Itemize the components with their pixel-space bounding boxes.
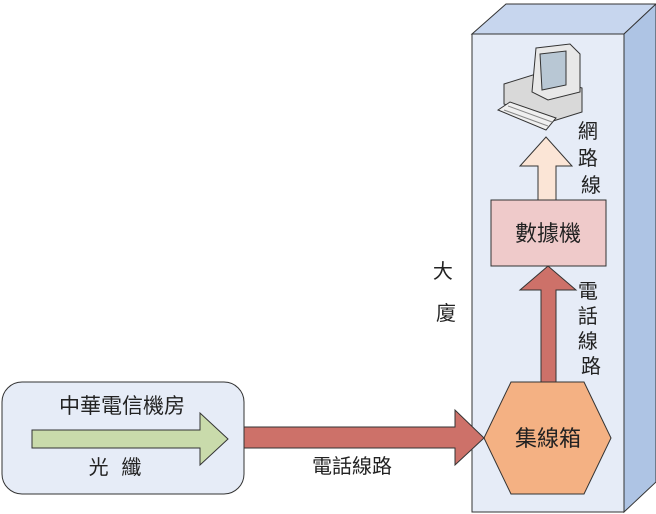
- phone-line-vertical-label: 電 話 線 路: [578, 279, 604, 378]
- phone-line-vertical-arrow: [518, 265, 578, 384]
- computer-icon: [496, 43, 583, 131]
- fiber-label: 光 纖: [89, 455, 142, 479]
- network-cable-label: 網 路 線: [578, 119, 604, 197]
- hub-label: 集線箱: [515, 427, 581, 452]
- network-cable-arrow: [518, 136, 574, 201]
- modem-label: 數據機: [515, 222, 581, 247]
- building-label: 大 廈: [433, 259, 459, 325]
- fiber-arrow: [31, 411, 229, 467]
- modem-box: [490, 199, 607, 267]
- building-side: [623, 3, 656, 514]
- telecom-office-label: 中華電信機房: [59, 394, 185, 418]
- phone-line-label: 電話線路: [312, 454, 392, 478]
- phone-line-arrow: [243, 408, 485, 467]
- hub-hexagon: [483, 381, 612, 495]
